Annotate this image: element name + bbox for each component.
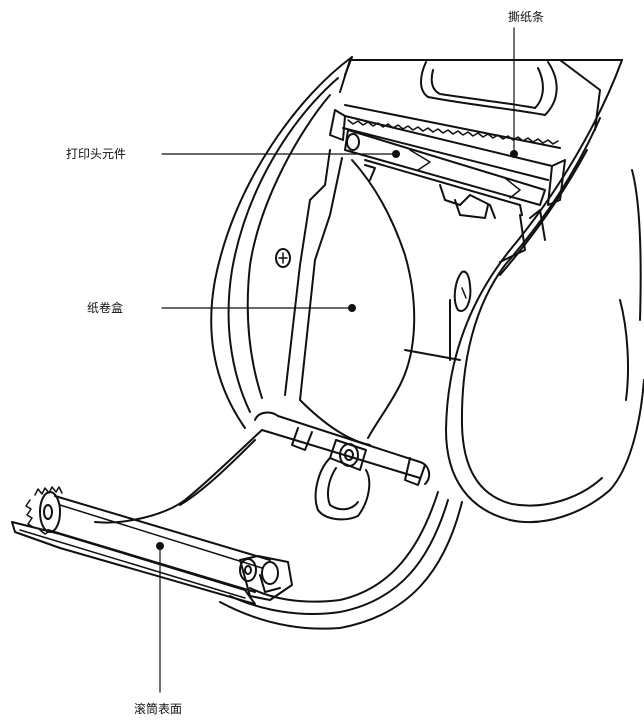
right-housing [445, 59, 644, 524]
marker-platen-roller [156, 542, 164, 550]
open-door [11, 429, 463, 630]
platen-roller [25, 486, 293, 601]
marker-tear-bar [510, 150, 518, 158]
left-housing [210, 56, 353, 429]
label-paper-box: 纸卷盒 [87, 301, 124, 315]
marker-paper-box [348, 304, 356, 312]
label-print-head: 打印头元件 [66, 147, 127, 161]
inner-right-wall [449, 209, 546, 361]
tear-bar [329, 109, 566, 206]
label-platen-roller: 滚筒表面 [134, 702, 183, 716]
paper-roll-cup [299, 159, 461, 446]
label-tear-bar: 撕纸条 [508, 10, 545, 24]
door-hinge [254, 411, 431, 521]
leader-lines [159, 27, 515, 693]
print-head-assembly [344, 129, 546, 219]
inner-left-wall [275, 149, 343, 401]
marker-print-head [392, 150, 400, 158]
